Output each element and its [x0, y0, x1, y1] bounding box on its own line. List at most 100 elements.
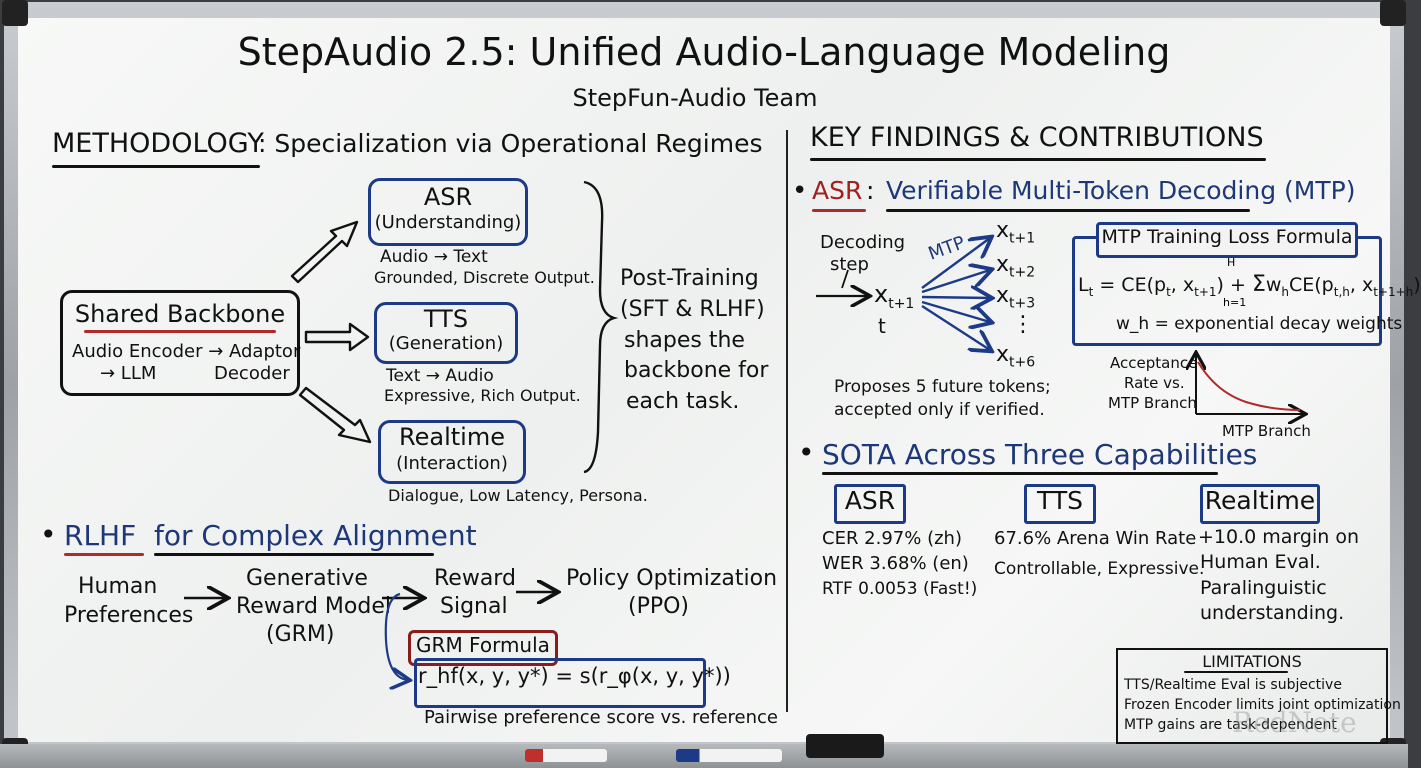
limitation-3: MTP gains are task-dependent — [1124, 717, 1337, 733]
sota-tts-label: TTS — [1037, 486, 1083, 515]
post-training-line1: Post-Training — [620, 266, 759, 291]
proposes-line1: Proposes 5 future tokens; — [834, 377, 1051, 397]
tts-box-title: TTS — [423, 305, 469, 333]
column-divider — [786, 130, 788, 712]
graph-ylabel-3: MTP Branch — [1108, 394, 1197, 412]
asr-desc2: Grounded, Discrete Output. — [374, 268, 595, 287]
post-training-line5: each task. — [626, 389, 740, 414]
limitations-title: LIMITATIONS — [1202, 652, 1302, 671]
grm-formula-note: Pairwise preference score vs. reference — [424, 707, 778, 728]
sota-realtime-line4: understanding. — [1200, 602, 1345, 624]
sota-tts-line2: Controllable, Expressive. — [994, 559, 1205, 579]
sota-heading: SOTA Across Three Capabilities — [822, 438, 1258, 471]
tts-desc1: Text → Audio — [386, 366, 494, 386]
realtime-box-title: Realtime — [399, 423, 505, 451]
rlhf-bullet: • — [40, 518, 57, 551]
limitation-1: TTS/Realtime Eval is subjective — [1124, 677, 1342, 693]
asr-box-title: ASR — [423, 183, 473, 211]
sota-realtime-line3: Paralinguistic — [1200, 577, 1327, 599]
decoding-step-line2: step — [830, 254, 869, 275]
methodology-underline — [52, 165, 260, 168]
current-step-t: t — [878, 314, 886, 338]
methodology-heading-rest: : Specialization via Operational Regimes — [258, 129, 763, 158]
limitation-2: Frozen Encoder limits joint optimization — [1124, 697, 1401, 713]
limitations-box — [1116, 648, 1388, 744]
asr-box-sub: (Understanding) — [374, 212, 522, 233]
rlhf-underline — [154, 553, 434, 556]
human-preferences-line2: Preferences — [64, 603, 194, 628]
backbone-box — [60, 290, 300, 396]
mtp-loss-label-box — [1096, 222, 1358, 258]
post-training-line3: shapes the — [624, 328, 745, 353]
backbone-underline — [84, 330, 276, 333]
tts-box-sub: (Generation) — [388, 333, 504, 354]
graph-ylabel-2: Rate vs. — [1124, 374, 1185, 392]
policy-line2: (PPO) — [628, 594, 690, 619]
asr-finding-underline-red — [812, 209, 866, 212]
asr-finding-colon: : — [866, 176, 875, 205]
mtp-loss-note: w_h = exponential decay weights — [1116, 314, 1403, 334]
grm-formula-label: GRM Formula — [416, 633, 550, 657]
sota-tts-line1: 67.6% Arena Win Rate — [994, 528, 1197, 549]
findings-heading: KEY FINDINGS & CONTRIBUTIONS — [810, 122, 1264, 153]
sota-asr-line3: RTF 0.0053 (Fast!) — [822, 579, 978, 599]
backbone-line2b: Decoder — [214, 363, 290, 384]
sota-asr-label: ASR — [844, 486, 896, 515]
sota-underline — [822, 472, 1218, 475]
asr-finding-title: Verifiable Multi-Token Decoding (MTP) — [886, 176, 1356, 205]
graph-xlabel: MTP Branch — [1222, 422, 1311, 440]
rlhf-heading: RLHF — [64, 519, 137, 552]
grm-line1: Generative — [246, 566, 368, 591]
backbone-title: Shared Backbone — [74, 300, 286, 328]
grm-formula-label-box — [408, 630, 558, 666]
token-t1: xt+1 — [996, 218, 1036, 247]
decoding-step-line1: Decoding — [820, 232, 906, 253]
grm-line3: (GRM) — [266, 622, 335, 647]
realtime-desc1: Dialogue, Low Latency, Persona. — [388, 486, 648, 505]
post-training-line4: backbone for — [624, 358, 769, 383]
tts-desc2: Expressive, Rich Output. — [384, 386, 581, 405]
frame-corner-top-right — [1380, 0, 1406, 26]
sota-asr-line1: CER 2.97% (zh) — [822, 528, 962, 549]
board-surface — [18, 18, 1390, 742]
tts-box — [374, 302, 518, 364]
graph-ylabel-1: Acceptance — [1110, 354, 1198, 372]
sota-asr-line2: WER 3.68% (en) — [822, 553, 969, 574]
rlhf-heading-rest: for Complex Alignment — [154, 519, 477, 552]
backbone-line1: Audio Encoder → Adaptor — [72, 341, 301, 362]
current-token: xt+1 — [874, 280, 915, 312]
rlhf-underline-red — [64, 553, 144, 556]
watermark: RedNote — [1232, 706, 1357, 739]
red-marker[interactable] — [525, 749, 607, 762]
sota-tts-box — [1024, 484, 1096, 524]
reward-signal-line1: Reward — [434, 566, 516, 591]
findings-underline — [810, 158, 1266, 161]
realtime-box — [378, 420, 526, 484]
sota-realtime-label: Realtime — [1204, 486, 1316, 515]
sota-realtime-line2: Human Eval. — [1200, 551, 1321, 573]
proposes-line2: accepted only if verified. — [834, 400, 1045, 420]
sota-bullet: • — [798, 436, 815, 469]
asr-desc1: Audio → Text — [380, 247, 488, 267]
grm-formula: r_hf(x, y, y*) = s(r_φ(x, y, y*)) — [418, 664, 731, 688]
eraser[interactable] — [806, 734, 884, 758]
token-t3: xt+3 — [996, 283, 1036, 312]
asr-bullet: • — [792, 176, 808, 206]
asr-box — [368, 178, 528, 246]
limitations-underline — [1184, 671, 1288, 673]
asr-finding-underline — [886, 209, 1250, 212]
asr-finding-label: ASR — [812, 176, 863, 205]
blue-marker[interactable] — [676, 749, 782, 762]
token-ellipsis: ⋮ — [1012, 312, 1034, 337]
post-training-line2: (SFT & RLHF) — [620, 297, 765, 322]
realtime-box-sub: (Interaction) — [396, 453, 508, 474]
backbone-line2a: → LLM — [100, 363, 157, 384]
token-t6: xt+6 — [996, 342, 1036, 371]
policy-line1: Policy Optimization — [566, 566, 778, 591]
grm-line2: Reward Model — [236, 594, 391, 619]
methodology-heading: METHODOLOGY — [52, 128, 264, 159]
human-preferences-line1: Human — [78, 574, 158, 599]
frame-corner-top-left — [2, 0, 28, 26]
sota-asr-box — [834, 484, 906, 524]
